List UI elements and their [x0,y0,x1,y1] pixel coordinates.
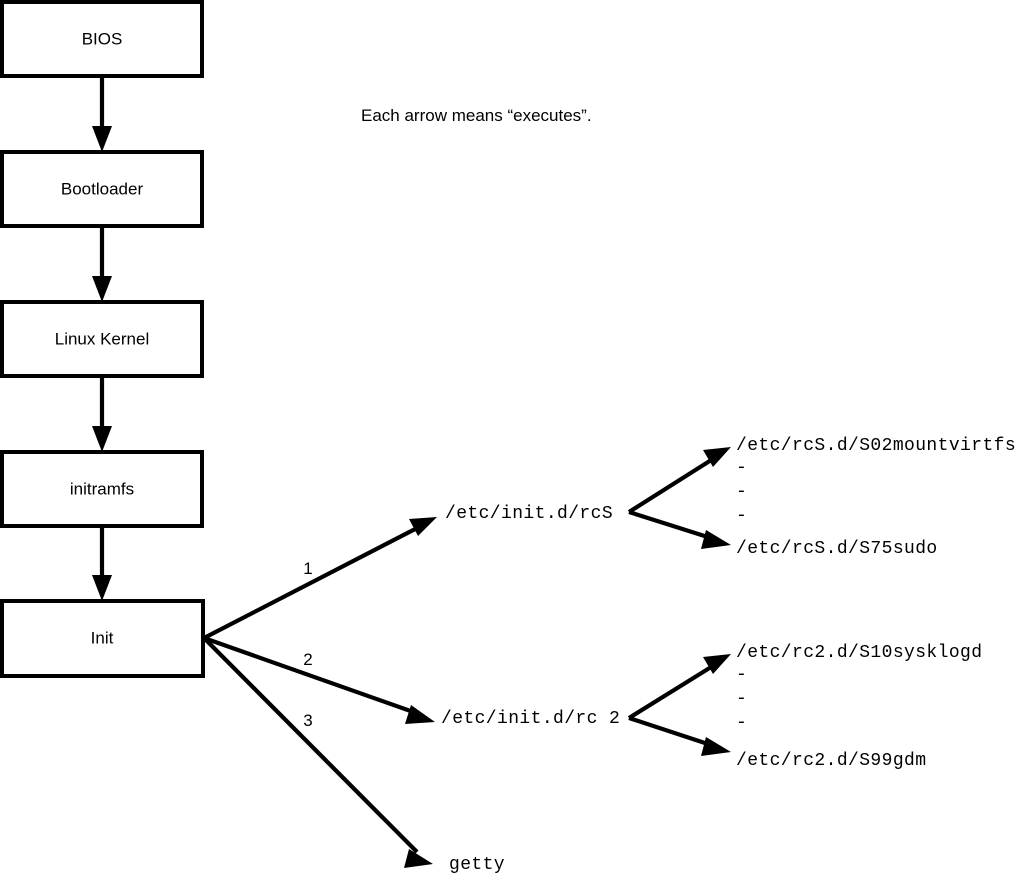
rcs-ellipsis-dash-2: - [736,482,747,502]
box-init-label: Init [91,628,114,647]
arrow-init-branch-1 [203,517,437,640]
rc2-ellipsis-dash-1: - [736,665,747,685]
arrow-rc2-to-last-script [628,716,731,756]
rc2-ellipsis-dash-2: - [736,689,747,709]
arrow-bootloader-to-kernel [92,226,112,302]
box-linux-kernel[interactable]: Linux Kernel [0,300,204,378]
box-init-rect [0,599,205,678]
arrow-kernel-to-initramfs [92,376,112,452]
box-initramfs-rect [0,450,204,528]
rcs-ellipsis-dash-3: - [736,506,747,526]
label-getty: getty [449,855,505,875]
label-rc2-first-script: /etc/rc2.d/S10sysklogd [736,643,982,663]
box-bios[interactable]: BIOS [0,0,204,78]
box-bootloader-label: Bootloader [61,179,144,198]
arrow-rcs-to-last-script [628,509,731,549]
legend-note: Each arrow means “executes”. [361,106,592,125]
box-initramfs[interactable]: initramfs [0,450,204,528]
arrow-init-branch-3 [202,636,433,868]
arrow-init-branch-2 [203,636,435,724]
label-etc-init-d-rc2: /etc/init.d/rc 2 [441,709,620,729]
arrow-rcs-to-first-script [627,447,731,514]
label-rc2-last-script: /etc/rc2.d/S99gdm [736,751,926,771]
rc2-ellipsis-dash-3: - [736,713,747,733]
box-bios-rect [0,0,204,78]
rcs-ellipsis-dash-1: - [736,458,747,478]
arrow-rc2-to-first-script [627,654,731,720]
edge-number-3: 3 [303,711,312,730]
box-bootloader[interactable]: Bootloader [0,150,204,228]
label-rcs-first-script: /etc/rcS.d/S02mountvirtfs [736,436,1016,456]
label-etc-init-d-rcs: /etc/init.d/rcS [445,504,613,524]
arrow-initramfs-to-init [92,526,112,601]
edge-number-2: 2 [303,650,312,669]
box-init[interactable]: Init [0,599,205,678]
box-initramfs-label: initramfs [70,479,134,498]
edge-number-1: 1 [303,559,312,578]
box-bios-label: BIOS [82,29,123,48]
arrow-bios-to-bootloader [92,76,112,152]
box-linux-kernel-label: Linux Kernel [55,329,150,348]
label-rcs-last-script: /etc/rcS.d/S75sudo [736,539,938,559]
